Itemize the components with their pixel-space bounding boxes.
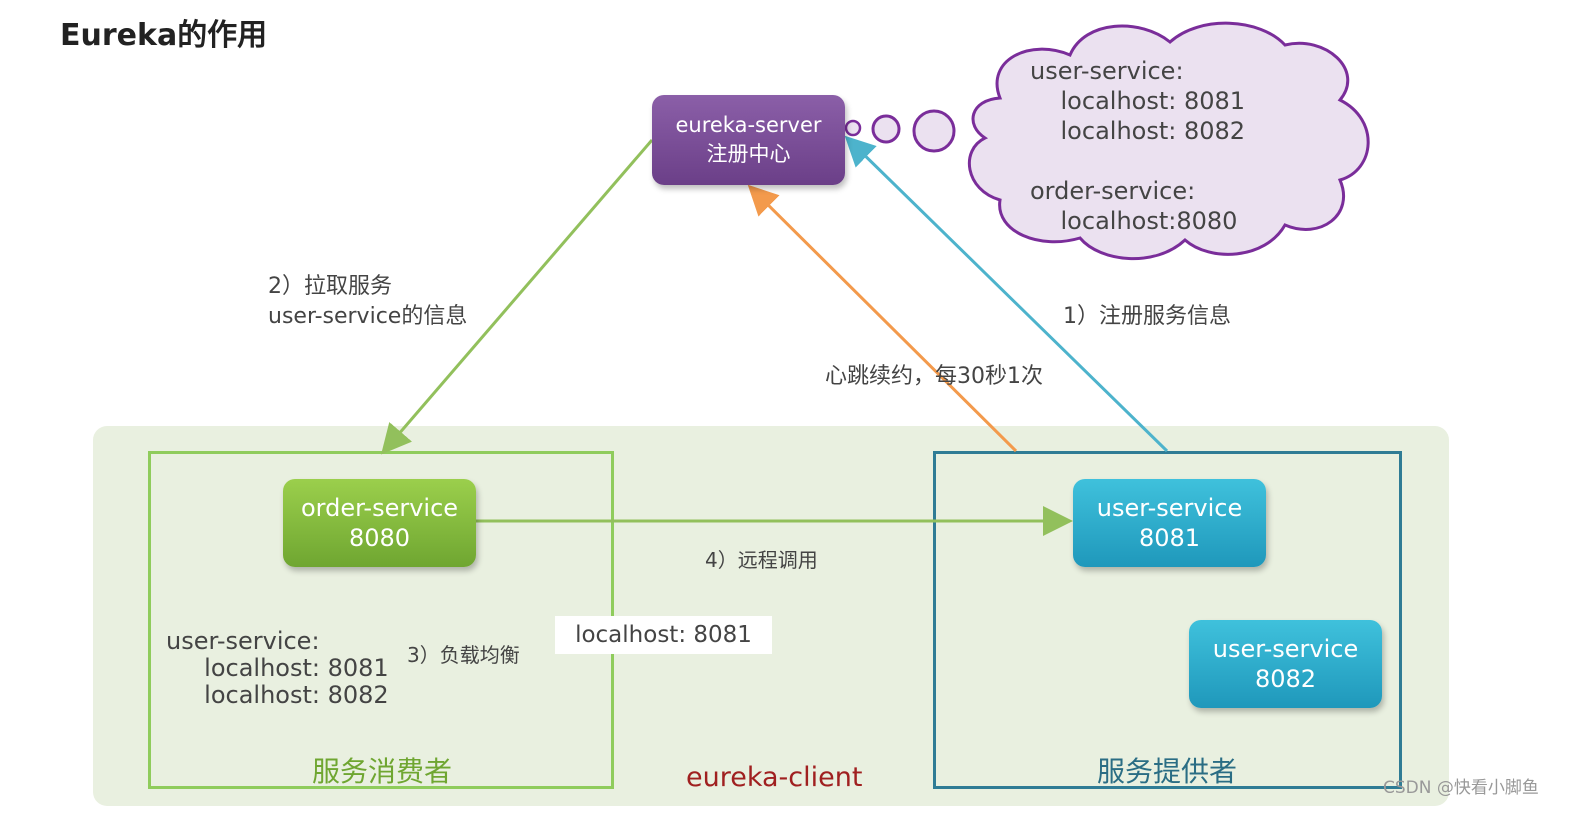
order-service-node[interactable]: order-service 8080 (283, 479, 476, 567)
pull-label-line2: user-service的信息 (268, 304, 468, 329)
registry-cloud-text: user-service: localhost: 8081 localhost:… (1030, 57, 1246, 235)
user-service-8081-node[interactable]: user-service 8081 (1073, 479, 1266, 567)
picked-instance-box: localhost: 8081 (555, 616, 772, 654)
remote-call-label: 4）远程调用 (705, 548, 818, 572)
user-service-port: 8081 (1138, 524, 1201, 552)
heartbeat-arrow (747, 184, 1018, 453)
thought-bubble-large (912, 109, 956, 153)
register-label: 1）注册服务信息 (1063, 304, 1231, 329)
thought-bubble-medium (871, 114, 901, 144)
order-service-name: order-service (300, 494, 459, 522)
eureka-server-name: eureka-server (675, 113, 822, 137)
eureka-server-node[interactable]: eureka-server 注册中心 (652, 95, 845, 185)
provider-group-box (933, 451, 1402, 789)
registry-cloud-shape (968, 21, 1370, 260)
watermark: CSDN @快看小脚鱼 (1383, 778, 1539, 798)
pull-label-line1: 2）拉取服务 (268, 274, 392, 299)
provider-group-title: 服务提供者 (1097, 755, 1238, 788)
heartbeat-label: 心跳续约，每30秒1次 (825, 364, 1043, 389)
user-service-port: 8082 (1254, 665, 1317, 693)
consumer-instance-list: user-service: localhost: 8081 localhost:… (166, 627, 389, 709)
eureka-client-title: eureka-client (686, 762, 863, 793)
page-title: Eureka的作用 (60, 18, 268, 53)
user-service-8082-node[interactable]: user-service 8082 (1189, 620, 1382, 708)
register-arrow (844, 135, 1169, 453)
pull-arrow (381, 139, 654, 455)
consumer-group-title: 服务消费者 (312, 755, 453, 788)
user-service-name: user-service (1212, 635, 1359, 663)
eureka-server-role: 注册中心 (706, 142, 791, 166)
order-service-port: 8080 (348, 524, 411, 552)
user-service-name: user-service (1096, 494, 1243, 522)
thought-bubble-small (844, 119, 862, 137)
load-balance-label: 3）负载均衡 (407, 643, 520, 667)
